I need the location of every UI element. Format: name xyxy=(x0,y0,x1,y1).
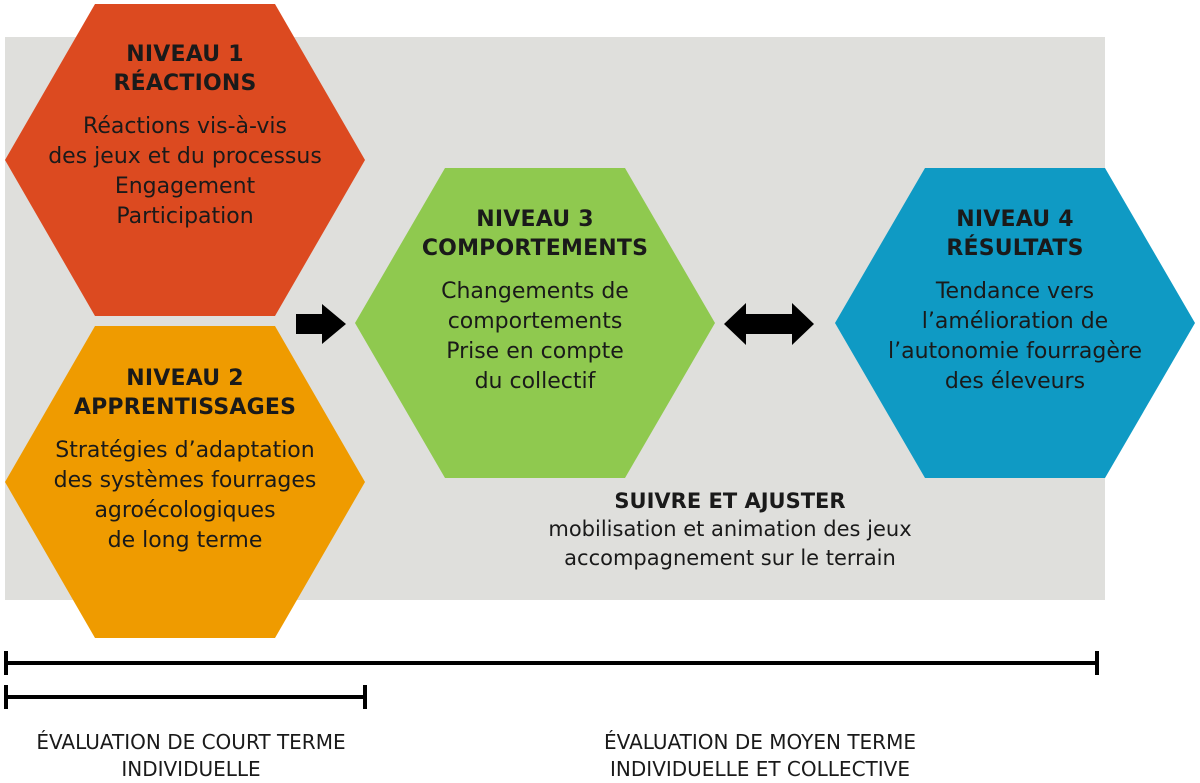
hexagon-level-3 xyxy=(355,168,715,478)
level-2-name: APPRENTISSAGES xyxy=(73,395,297,420)
level-4-name: RÉSULTATS xyxy=(946,236,1084,261)
level-4-number: NIVEAU 4 xyxy=(956,207,1074,232)
double-arrow-icon xyxy=(724,303,814,345)
level-1-number: NIVEAU 1 xyxy=(126,42,244,67)
hexagon-level-4 xyxy=(835,168,1195,478)
level-2-body-line: de long terme xyxy=(107,528,263,553)
follow-and-adjust-note: SUIVRE ET AJUSTER mobilisation et animat… xyxy=(470,487,990,573)
level-2-text: NIVEAU 2 APPRENTISSAGES Stratégies d’ada… xyxy=(10,364,360,556)
level-3-number: NIVEAU 3 xyxy=(476,207,594,232)
level-1-body-line: Participation xyxy=(116,204,254,229)
level-3-body-line: du collectif xyxy=(474,369,596,394)
hexagon-level-2 xyxy=(5,326,365,638)
level-1-name: RÉACTIONS xyxy=(113,71,257,96)
level-2-body-line: des systèmes fourrages xyxy=(53,468,317,493)
level-4-text: NIVEAU 4 RÉSULTATS Tendance vers l’améli… xyxy=(840,205,1190,397)
hexagon-level-1 xyxy=(5,4,365,316)
level-4-body-line: des éleveurs xyxy=(944,369,1086,394)
level-2-number: NIVEAU 2 xyxy=(126,366,244,391)
level-3-body-line: comportements xyxy=(447,309,623,334)
right-arrow-icon xyxy=(296,304,346,344)
follow-line: mobilisation et animation des jeux xyxy=(548,517,912,541)
level-3-text: NIVEAU 3 COMPORTEMENTS Changements de co… xyxy=(360,205,710,397)
medium-term-line: ÉVALUATION DE MOYEN TERME xyxy=(604,730,916,754)
level-1-body-line: Réactions vis-à-vis xyxy=(83,114,287,139)
medium-term-evaluation-label: ÉVALUATION DE MOYEN TERME INDIVIDUELLE E… xyxy=(500,729,1020,783)
follow-title: SUIVRE ET AJUSTER xyxy=(614,489,846,513)
level-3-name: COMPORTEMENTS xyxy=(421,236,649,261)
level-3-body-line: Changements de xyxy=(441,279,629,304)
level-2-body-line: Stratégies d’adaptation xyxy=(55,438,315,463)
level-4-body-line: Tendance vers xyxy=(935,279,1095,304)
level-1-body-line: Engagement xyxy=(114,174,256,199)
timeline-short-term xyxy=(4,685,367,709)
follow-line: accompagnement sur le terrain xyxy=(564,546,896,570)
timeline-medium-term xyxy=(4,651,1099,675)
short-term-line: INDIVIDUELLE xyxy=(121,757,261,781)
short-term-line: ÉVALUATION DE COURT TERME xyxy=(36,730,346,754)
level-1-body-line: des jeux et du processus xyxy=(48,144,322,169)
level-3-body-line: Prise en compte xyxy=(446,339,624,364)
level-1-text: NIVEAU 1 RÉACTIONS Réactions vis-à-vis d… xyxy=(10,40,360,232)
short-term-evaluation-label: ÉVALUATION DE COURT TERME INDIVIDUELLE xyxy=(0,729,382,783)
level-2-body-line: agroécologiques xyxy=(94,498,276,523)
level-4-body-line: l’autonomie fourragère xyxy=(887,339,1143,364)
medium-term-line: INDIVIDUELLE ET COLLECTIVE xyxy=(610,757,910,781)
level-4-body-line: l’amélioration de xyxy=(921,309,1109,334)
